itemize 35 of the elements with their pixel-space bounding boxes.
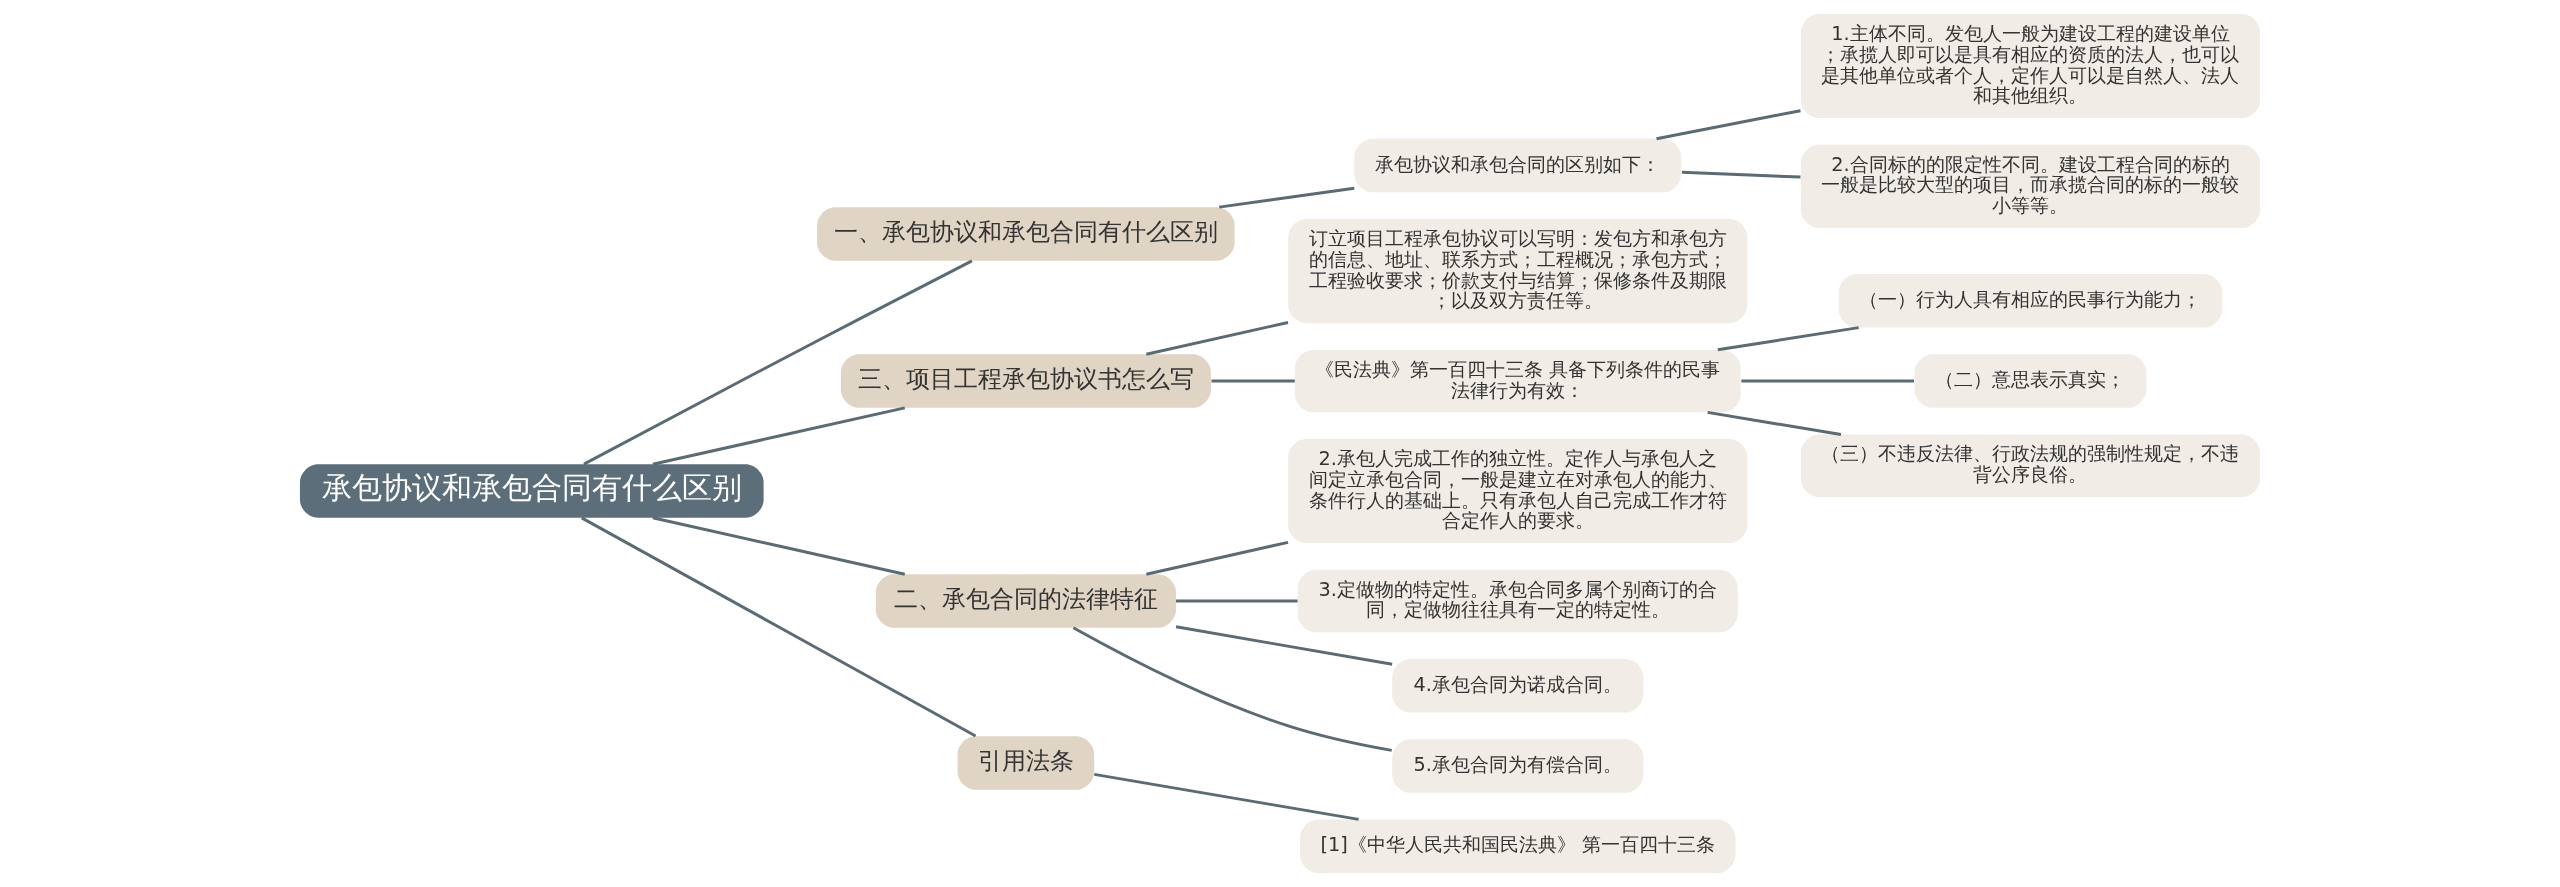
node-box: （二）意思表示真实； bbox=[1914, 354, 2147, 408]
connector bbox=[1741, 379, 1914, 383]
node-box: 2.承包人完成工作的独立性。定作人与承包人之间定立承包合同，一般是建立在对承包人的能力、条件行人的基础上。只有承包人自己完成工作才符合定作人的要求。 bbox=[1288, 439, 1748, 544]
node-box: [1]《中华人民共和国民法典》 第一百四十三条 bbox=[1300, 819, 1736, 873]
node-box: （三）不违反法律、行政法规的强制性规定，不违背公序良俗。 bbox=[1800, 434, 2261, 497]
connector bbox=[1681, 170, 1801, 179]
connector bbox=[1146, 321, 1289, 356]
node-box: 5.承包合同为有偿合同。 bbox=[1392, 739, 1644, 793]
node-box: 引用法条 bbox=[957, 736, 1095, 790]
node-box: 4.承包合同为诺成合同。 bbox=[1392, 659, 1644, 713]
connector bbox=[583, 259, 973, 466]
connector bbox=[1094, 772, 1359, 821]
node-box: 1.主体不同。发包人一般为建设工程的建设单位；承揽人即可以是具有相应的资质的法人，也可以是其他单位或者个人，定作人可以是自然人、法人和其他组织。 bbox=[1800, 14, 2261, 119]
connector bbox=[1717, 326, 1859, 352]
connector bbox=[1656, 109, 1801, 141]
node-box: 三、项目工程承包协议书怎么写 bbox=[840, 354, 1211, 408]
connector bbox=[1211, 379, 1295, 383]
connector bbox=[652, 516, 906, 576]
node-box: 承包协议和承包合同有什么区别 bbox=[299, 464, 764, 518]
node-box: 2.合同标的的限定性不同。建设工程合同的标的一般是比较大型的项目，而承揽合同的标的一般较小等等。 bbox=[1800, 144, 2261, 228]
connector bbox=[1072, 626, 1392, 752]
connector bbox=[1707, 410, 1842, 436]
connector bbox=[1175, 625, 1393, 666]
node-box: （一）行为人具有相应的民事行为能力； bbox=[1838, 274, 2223, 328]
connector bbox=[652, 406, 906, 466]
connector bbox=[1176, 599, 1298, 603]
connector bbox=[1146, 540, 1289, 576]
node-box: 3.定做物的特定性。承包合同多属个别商订的合同，定做物往往具有一定的特定性。 bbox=[1297, 569, 1738, 633]
node-box: 订立项目工程承包协议可以写明：发包方和承包方的信息、地址、联系方式；工程概况；承包方式；工程验收要求；价款支付与结算；保修条件及期限；以及双方责任等。 bbox=[1288, 219, 1748, 324]
connector bbox=[580, 516, 977, 738]
node-box: 一、承包协议和承包合同有什么区别 bbox=[817, 207, 1235, 261]
node-box: 二、承包合同的法律特征 bbox=[875, 574, 1176, 628]
node-box: 承包协议和承包合同的区别如下： bbox=[1354, 138, 1682, 193]
node-box: 《民法典》第一百四十三条 具备下列条件的民事法律行为有效： bbox=[1294, 349, 1741, 413]
connector bbox=[1219, 186, 1355, 209]
